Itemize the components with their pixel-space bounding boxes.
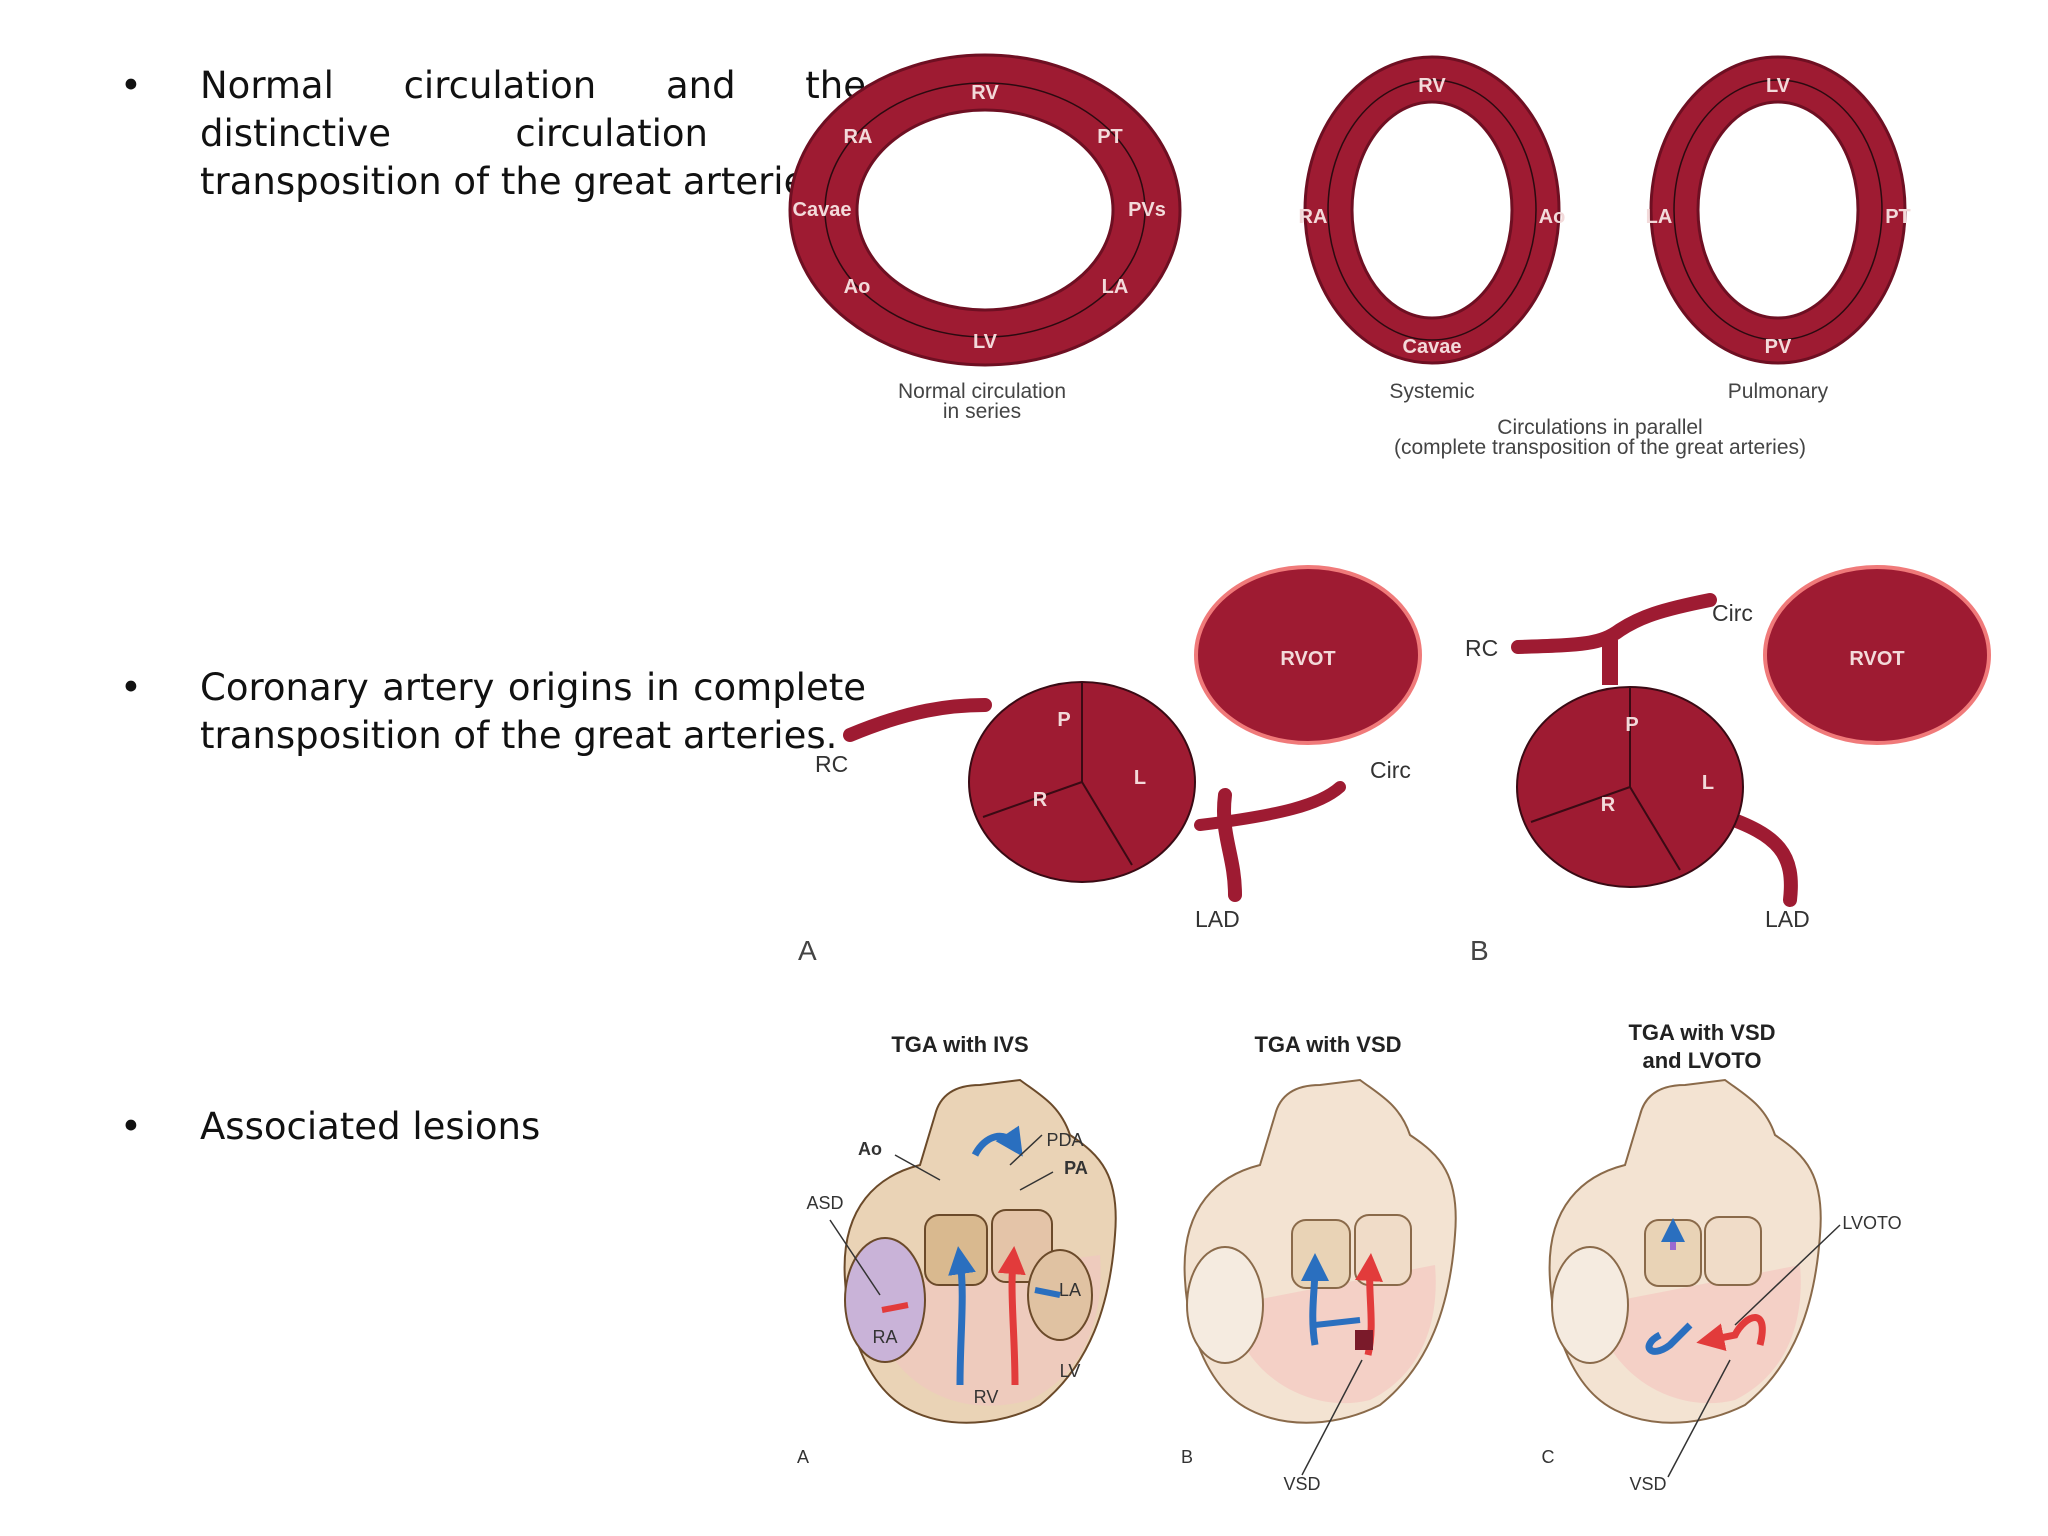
vessel-label: Circ (1712, 600, 1753, 626)
bullet-text: Associated lesions (200, 1105, 541, 1148)
anatomy-label: LV (1060, 1361, 1081, 1381)
systemic-caption: Systemic (1389, 380, 1474, 403)
coronary-panel-a: RVOT P R L RC Circ LAD A (798, 565, 1422, 966)
ring-label: LA (1102, 276, 1129, 298)
bullet-marker: • (120, 64, 142, 107)
systemic-circulation-ring: RV Ao Cavae RA (1299, 55, 1566, 365)
anatomy-label: VSD (1283, 1474, 1320, 1494)
anatomy-label: Ao (858, 1139, 882, 1159)
panel-title: TGA with VSD (1254, 1032, 1401, 1057)
ring-label: RA (844, 126, 873, 148)
vessel-label: Circ (1370, 757, 1411, 783)
anatomy-label: LVOTO (1842, 1213, 1901, 1233)
panel-title: TGA with IVS (891, 1032, 1028, 1057)
associated-lesions-diagram: TGA with IVS TGA with VSD TGA with VSD a… (797, 1020, 1902, 1494)
ring-label: RV (971, 82, 999, 104)
heart-panel-c: LVOTO VSD C (1542, 1078, 1902, 1494)
panel-letter: A (798, 935, 817, 966)
heart-panel-a: Ao PDA PA ASD LA RA RV LV A (797, 1078, 1117, 1467)
vessel-label: RC (815, 751, 848, 777)
parallel-caption-line1: Circulations in parallel (1497, 416, 1702, 439)
pulmonary-circulation-ring: LV PT PV LA (1646, 55, 1911, 365)
heart-panel-b: VSD B (1181, 1078, 1457, 1494)
anatomy-label: RV (974, 1387, 999, 1407)
cusp-label: L (1702, 772, 1714, 794)
anatomy-label: RA (872, 1327, 897, 1347)
panel-title: and LVOTO (1643, 1048, 1762, 1073)
circulation-diagram: RV PT PVs LA LV Ao Cavae RA Normal circu… (788, 53, 1911, 459)
ring-label: PT (1097, 126, 1123, 148)
coronary-panel-b: RVOT P R L RC Circ LAD B (1465, 565, 1991, 966)
cusp-label: R (1033, 789, 1048, 811)
panel-letter: B (1181, 1447, 1193, 1467)
ring-label: Cavae (793, 199, 852, 221)
cusp-label: P (1057, 709, 1070, 731)
cusp-label: P (1625, 714, 1638, 736)
ring-label: RA (1299, 206, 1328, 228)
cusp-label: L (1134, 767, 1146, 789)
bullet-marker: • (120, 1105, 142, 1148)
panel-letter: B (1470, 935, 1489, 966)
normal-circulation-ring: RV PT PVs LA LV Ao Cavae RA (788, 53, 1182, 367)
anatomy-label: PDA (1046, 1130, 1083, 1150)
anatomy-label: PA (1064, 1158, 1088, 1178)
pulmonary-caption: Pulmonary (1728, 380, 1829, 403)
ring-label: PVs (1128, 199, 1166, 221)
ring-label: LA (1646, 206, 1673, 228)
parallel-caption-line2: (complete transposition of the great art… (1394, 436, 1806, 459)
coronary-origins-diagram: RVOT P R L RC Circ LAD A RVOT P R L RC C… (798, 565, 1991, 966)
normal-caption-line1: Normal circulation (898, 380, 1066, 403)
ring-label: RV (1418, 75, 1446, 97)
ring-label: Cavae (1403, 336, 1462, 358)
ring-label: PT (1885, 206, 1911, 228)
vessel-label: LAD (1195, 906, 1240, 932)
bullet-marker: • (120, 666, 142, 709)
bullet-text: Coronary artery origins in complete tran… (200, 666, 866, 757)
rvot-label: RVOT (1280, 648, 1335, 670)
ring-label: PV (1765, 336, 1792, 358)
bullet-text: Normal circulation and the distinctive c… (200, 64, 866, 203)
normal-caption-line2: in series (943, 400, 1021, 423)
anatomy-label: ASD (806, 1193, 843, 1213)
panel-letter: A (797, 1447, 809, 1467)
ring-label: Ao (844, 276, 871, 298)
cusp-label: R (1601, 794, 1616, 816)
ring-label: LV (973, 331, 998, 353)
vessel-label: LAD (1765, 906, 1810, 932)
anatomy-label: VSD (1629, 1474, 1666, 1494)
panel-letter: C (1542, 1447, 1555, 1467)
rvot-label: RVOT (1849, 648, 1904, 670)
panel-title: TGA with VSD (1628, 1020, 1775, 1045)
ring-label: Ao (1539, 206, 1566, 228)
ring-label: LV (1766, 75, 1791, 97)
vessel-label: RC (1465, 635, 1498, 661)
anatomy-label: LA (1059, 1280, 1081, 1300)
